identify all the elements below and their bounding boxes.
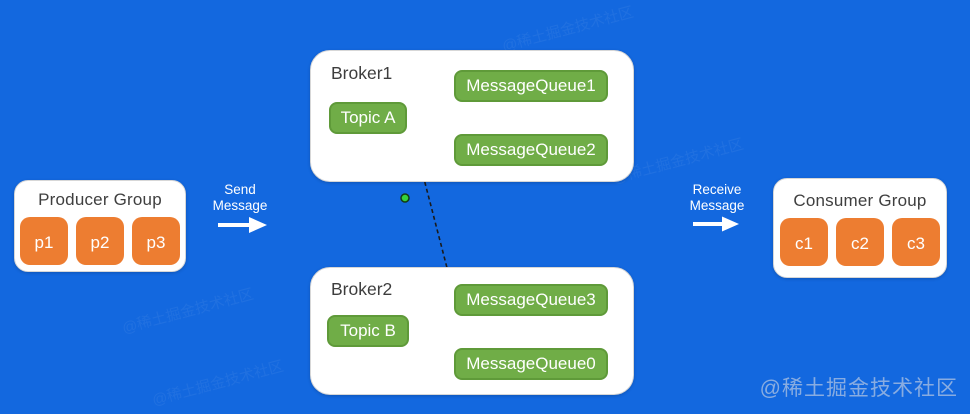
juejin-watermark: @稀土掘金技术社区: [759, 377, 958, 400]
broker1-topic-a: Topic A: [329, 102, 407, 134]
producer-node-p3: p3: [132, 217, 180, 265]
producer-group-box: Producer Group p1 p2 p3: [14, 180, 186, 272]
producer-node-p2: p2: [76, 217, 124, 265]
broker2-box: Broker2 MessageQueue3 Topic B MessageQue…: [310, 267, 634, 395]
consumer-node-c2: c2: [836, 218, 884, 266]
receive-message-label: Receive Message: [682, 182, 752, 213]
receive-message-label-line2: Message: [689, 197, 745, 213]
consumer-node-c3: c3: [892, 218, 940, 266]
send-message-label: Send Message: [205, 182, 275, 213]
producer-nodes-row: p1 p2 p3: [15, 217, 185, 265]
faint-watermark: @稀土掘金技术社区: [500, 3, 636, 56]
send-message-label-line1: Send: [224, 182, 256, 197]
consumer-group-title: Consumer Group: [793, 191, 927, 210]
receive-message-label-line1: Receive: [692, 182, 742, 197]
receive-message-arrow-icon: [693, 216, 739, 232]
broker1-box: Broker1 Topic A MessageQueue1 MessageQue…: [310, 50, 634, 182]
faint-watermark: @稀土掘金技术社区: [120, 285, 256, 338]
consumer-node-c1: c1: [780, 218, 828, 266]
stray-endpoint-dot: [400, 193, 410, 203]
send-message-label-line2: Message: [212, 197, 268, 213]
broker1-messagequeue1: MessageQueue1: [454, 70, 608, 102]
producer-node-p1: p1: [20, 217, 68, 265]
faint-watermark: @稀土掘金技术社区: [150, 357, 286, 410]
consumer-nodes-row: c1 c2 c3: [774, 218, 946, 266]
broker2-topic-b: Topic B: [327, 315, 409, 347]
send-message-arrow-icon: [218, 217, 267, 233]
producer-group-title: Producer Group: [38, 190, 162, 209]
broker2-messagequeue0: MessageQueue0: [454, 348, 608, 380]
broker1-title: Broker1: [331, 63, 393, 83]
consumer-group-box: Consumer Group c1 c2 c3: [773, 178, 947, 278]
broker2-title: Broker2: [331, 279, 393, 299]
broker1-messagequeue2: MessageQueue2: [454, 134, 608, 166]
broker2-messagequeue3: MessageQueue3: [454, 284, 608, 316]
